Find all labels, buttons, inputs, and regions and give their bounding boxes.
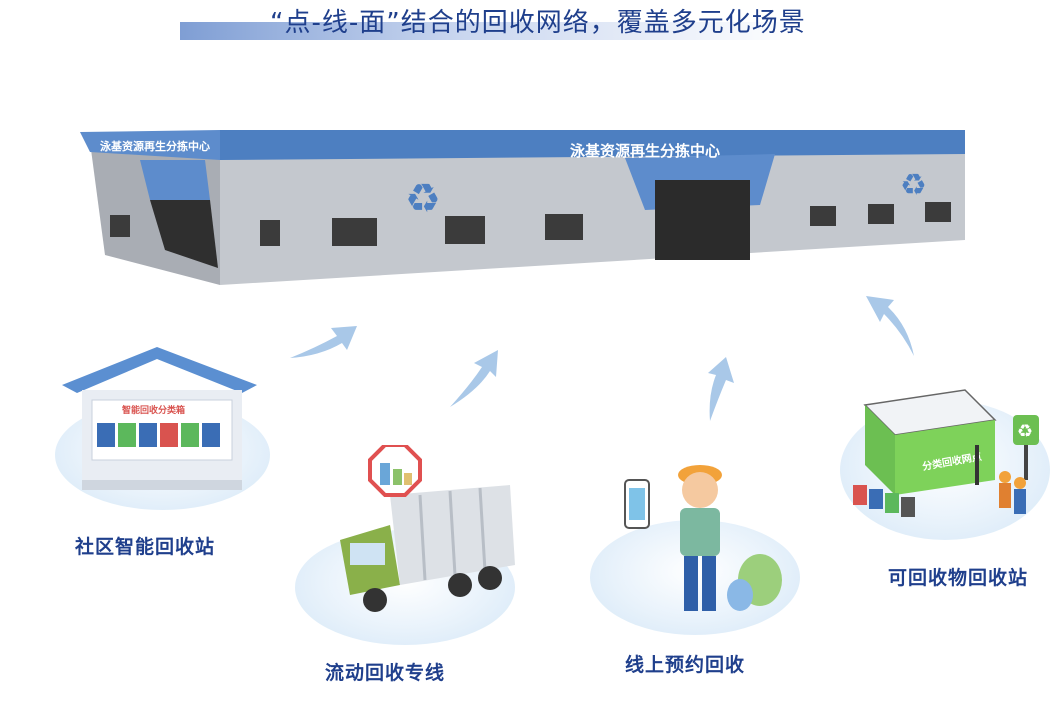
recycle-icon: ♻ [900,168,927,203]
recycle-icon: ♻ [405,176,441,222]
arrow-icon [866,296,914,356]
door-frame-left [140,160,210,200]
page-title: “点-线-面”结合的回收网络，覆盖多元化场景 [270,8,806,38]
community-kiosk-icon: 智能回收分类箱 [62,347,257,490]
station-label-recycling-point: 可回收物回收站 [888,567,1029,589]
recycle-icon: ♻ [1017,421,1033,442]
window [110,215,130,237]
window [810,206,836,226]
warehouse-roof-band-end [80,130,220,160]
station-label-online: 线上预约回收 [625,654,746,676]
window [925,202,951,222]
station-label-community: 社区智能回收站 [75,536,216,558]
delivery-worker-icon [624,465,782,611]
arrow-icon [450,350,498,407]
title-highlight-bar [180,22,800,40]
window [260,220,280,246]
window [868,204,894,224]
warehouse-roof-band [220,130,965,160]
title-area: “点-线-面”结合的回收网络，覆盖多元化场景 [180,0,940,44]
recycling-point-building-icon: 分类回收网点 ♻ [853,389,1039,517]
sign-left: 泳基资源再生分拣中心 [100,139,210,153]
warehouse-long-wall [220,140,965,285]
station-label-truck: 流动回收专线 [325,662,446,684]
kiosk-sign: 智能回收分类箱 [122,404,185,416]
loading-door-left [150,200,218,268]
window [332,218,377,246]
loading-door-right [655,180,750,260]
window [445,216,485,244]
recycling-truck-icon [340,445,515,612]
arrow-icon [290,326,357,358]
window [545,214,583,240]
arrow-icon [708,357,734,421]
sign-right: 泳基资源再生分拣中心 [569,142,720,160]
sorting-center-building: ♻ ♻ 泳基资源再生分拣中心 泳基资源再生分拣中心 [70,120,990,300]
